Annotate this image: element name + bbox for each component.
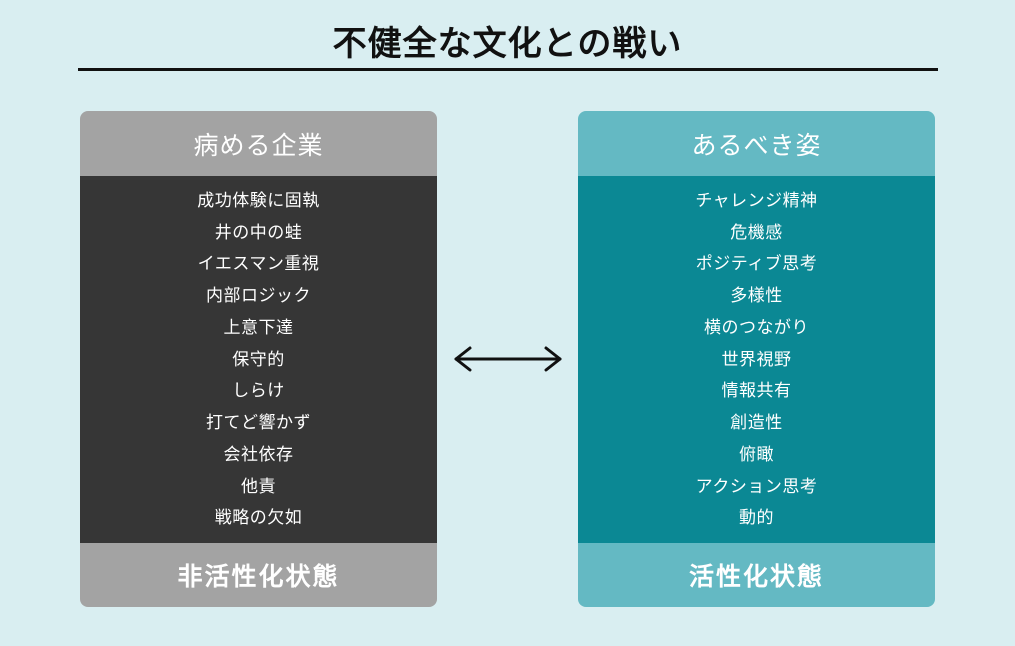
list-item: 内部ロジック bbox=[206, 286, 311, 306]
list-item: 保守的 bbox=[232, 349, 285, 370]
list-item: チャレンジ精神 bbox=[695, 190, 818, 211]
list-item: 上意下達 bbox=[223, 317, 294, 338]
list-item: イエスマン重視 bbox=[197, 254, 320, 275]
list-item: 世界視野 bbox=[721, 349, 792, 370]
unhealthy-company-list: 成功体験に固執 井の中の蛙 イエスマン重視 内部ロジック 上意下達 保守的 しら… bbox=[80, 176, 437, 543]
ideal-state-panel: あるべき姿 チャレンジ精神 危機感 ポジティブ思考 多様性 横のつながり 世界視… bbox=[578, 111, 935, 607]
list-item: 危機感 bbox=[730, 222, 783, 243]
list-item: 横のつながり bbox=[704, 317, 809, 338]
list-item: しらけ bbox=[232, 381, 285, 402]
list-item: 多様性 bbox=[730, 286, 783, 306]
list-item: 打てど響かず bbox=[206, 413, 311, 433]
active-state-footer: 活性化状態 bbox=[578, 543, 935, 607]
list-item: 会社依存 bbox=[223, 444, 294, 465]
inactive-state-footer: 非活性化状態 bbox=[80, 543, 437, 607]
ideal-state-list: チャレンジ精神 危機感 ポジティブ思考 多様性 横のつながり 世界視野 情報共有… bbox=[578, 176, 935, 543]
list-item: 他責 bbox=[241, 476, 276, 497]
list-item: 成功体験に固執 bbox=[197, 190, 320, 211]
list-item: 戦略の欠如 bbox=[214, 508, 303, 529]
list-item: 創造性 bbox=[730, 413, 783, 433]
unhealthy-company-header: 病める企業 bbox=[80, 111, 437, 176]
list-item: 動的 bbox=[739, 508, 774, 529]
list-item: 情報共有 bbox=[721, 381, 792, 402]
page-title: 不健全な文化との戦い bbox=[332, 24, 683, 64]
list-item: ポジティブ思考 bbox=[695, 254, 818, 275]
list-item: 井の中の蛙 bbox=[214, 222, 303, 243]
list-item: 俯瞰 bbox=[739, 444, 774, 465]
double-arrow-icon bbox=[454, 346, 562, 372]
ideal-state-header: あるべき姿 bbox=[578, 111, 935, 176]
unhealthy-company-panel: 病める企業 成功体験に固執 井の中の蛙 イエスマン重視 内部ロジック 上意下達 … bbox=[80, 111, 437, 607]
list-item: アクション思考 bbox=[695, 476, 818, 497]
title-underline bbox=[78, 68, 938, 71]
